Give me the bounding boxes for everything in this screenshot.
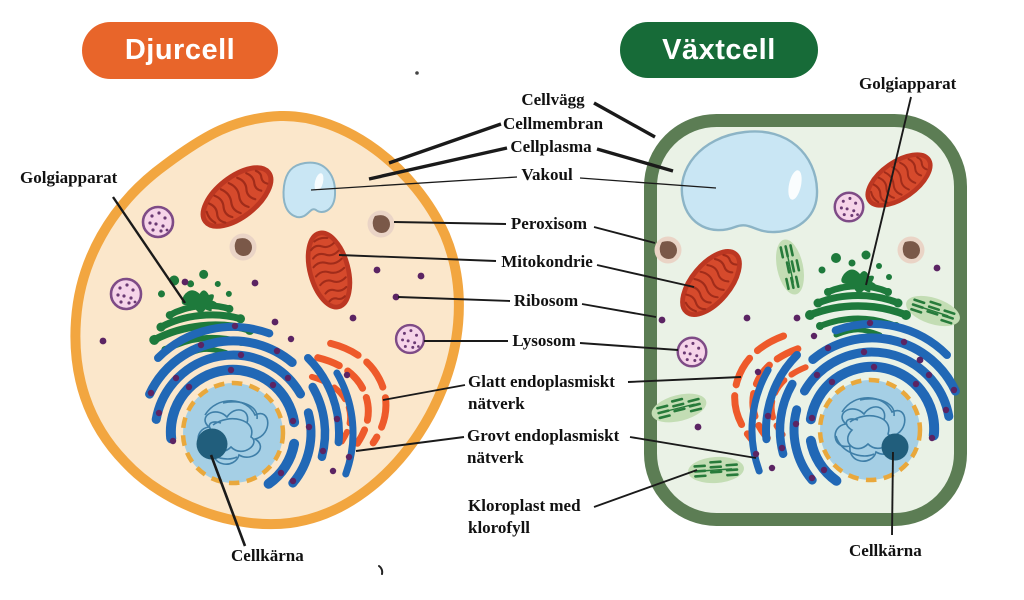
line-vakoul-animal — [310, 176, 518, 191]
line-golgiapparat-animal — [112, 196, 186, 304]
label-cellvagg: Cellvägg — [521, 90, 585, 109]
ribosomes — [99, 266, 425, 345]
peroxisome — [367, 210, 395, 238]
label-cellmembran: Cellmembran — [502, 114, 604, 133]
stray-marks — [378, 71, 419, 575]
lysosome — [141, 205, 175, 239]
line-glatt-er-plant — [627, 376, 742, 383]
animal-cell-badge: Djurcell — [82, 22, 278, 79]
line-vakoul-plant — [579, 177, 717, 189]
line-golgiapparat-plant — [865, 96, 912, 286]
label-kloroplast: Kloroplast med klorofyll — [468, 496, 581, 537]
vacuole — [282, 161, 337, 219]
label-lysosom: Lysosom — [512, 331, 576, 350]
label-cellkarna-plant: Cellkärna — [849, 541, 922, 560]
line-mitokondrie-plant — [596, 264, 695, 288]
line-mitokondrie-animal — [338, 254, 497, 262]
label-cellplasma: Cellplasma — [510, 137, 592, 156]
line-cellkarna-animal — [209, 454, 247, 547]
label-vakoul: Vakoul — [521, 165, 573, 184]
line-kloroplast-plant — [593, 469, 698, 508]
label-cellkarna-animal: Cellkärna — [231, 546, 304, 565]
label-grovt-er: Grovt endoplasmiskt nätverk — [467, 426, 620, 467]
plant-cell-badge-label: Växtcell — [662, 33, 776, 66]
line-cellvagg-plant — [593, 101, 656, 139]
label-peroxisom: Peroxisom — [510, 214, 588, 233]
lysosome — [833, 191, 865, 223]
lysosome — [676, 336, 708, 368]
lysosome — [394, 323, 426, 355]
line-grovt-er-animal — [355, 436, 465, 452]
plant-cell-badge: Växtcell — [620, 22, 818, 78]
line-peroxisom-plant — [593, 226, 656, 244]
line-ribosom-animal — [397, 296, 511, 302]
label-golgiapparat-animal: Golgiapparat — [20, 168, 118, 187]
lysosome — [109, 277, 143, 311]
line-cellkarna-plant — [891, 451, 894, 536]
animal-cell — [70, 110, 464, 530]
line-glatt-er-animal — [382, 384, 466, 401]
nucleus — [183, 383, 283, 483]
label-golgiapparat-plant: Golgiapparat — [859, 74, 957, 93]
vacuole — [680, 130, 819, 234]
line-cellplasma-plant — [596, 147, 674, 173]
animal-cell-badge-label: Djurcell — [124, 34, 236, 66]
label-mitokondrie: Mitokondrie — [501, 252, 593, 271]
line-grovt-er-plant — [629, 436, 757, 459]
nucleolus — [881, 433, 909, 461]
line-cellplasma-animal — [368, 146, 508, 181]
line-cellmembran-animal — [388, 122, 502, 165]
leader-lines — [112, 96, 912, 547]
line-lysosom-plant — [579, 342, 679, 351]
plant-cell — [644, 114, 967, 526]
ribosomes — [658, 264, 941, 431]
nucleolus — [196, 428, 228, 460]
nucleus — [820, 380, 920, 480]
peroxisome — [654, 236, 682, 264]
peroxisome — [229, 233, 257, 261]
label-glatt-er: Glatt endoplasmiskt nätverk — [468, 372, 615, 413]
label-ribosom: Ribosom — [513, 291, 579, 310]
peroxisome — [897, 236, 925, 264]
line-peroxisom-animal — [393, 221, 507, 225]
line-ribosom-plant — [581, 303, 657, 318]
